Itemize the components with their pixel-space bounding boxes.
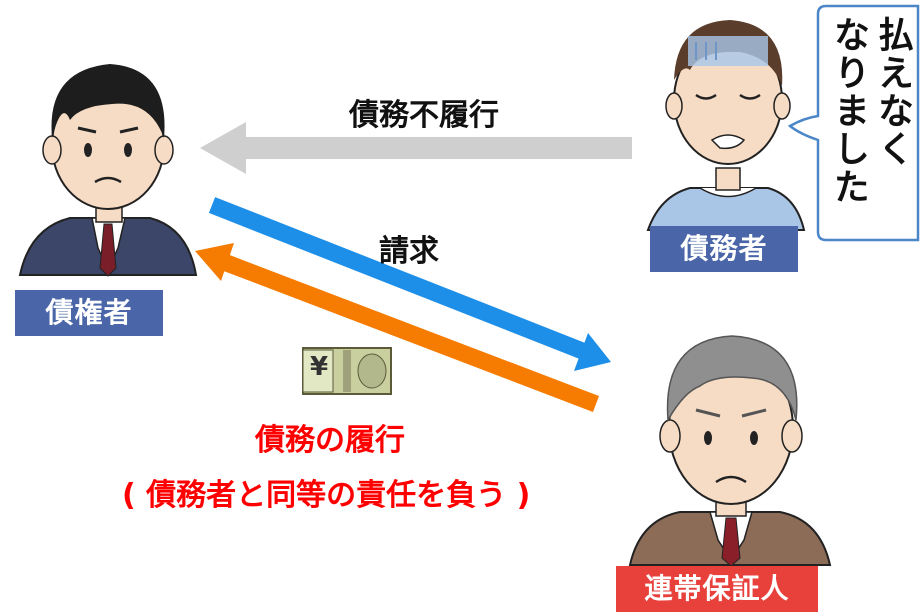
performance-note: ( 債務者と同等の責任を負う ) — [122, 478, 531, 513]
claim-label: 請求 — [379, 234, 439, 269]
default-label: 債務不履行 — [349, 98, 499, 133]
speech-line-1: 払えなく — [872, 16, 913, 168]
performance-label: 債務の履行 — [255, 423, 405, 458]
yen-symbol: ¥ — [310, 352, 329, 382]
creditor-label: 債権者 — [15, 290, 163, 336]
debtor-label: 債務者 — [650, 226, 798, 272]
speech-line-2: なりました — [828, 16, 869, 206]
default-arrow — [200, 122, 632, 174]
guarantor-label: 連帯保証人 — [616, 566, 818, 612]
performance-arrow — [195, 243, 600, 412]
claim-arrow — [208, 197, 611, 371]
